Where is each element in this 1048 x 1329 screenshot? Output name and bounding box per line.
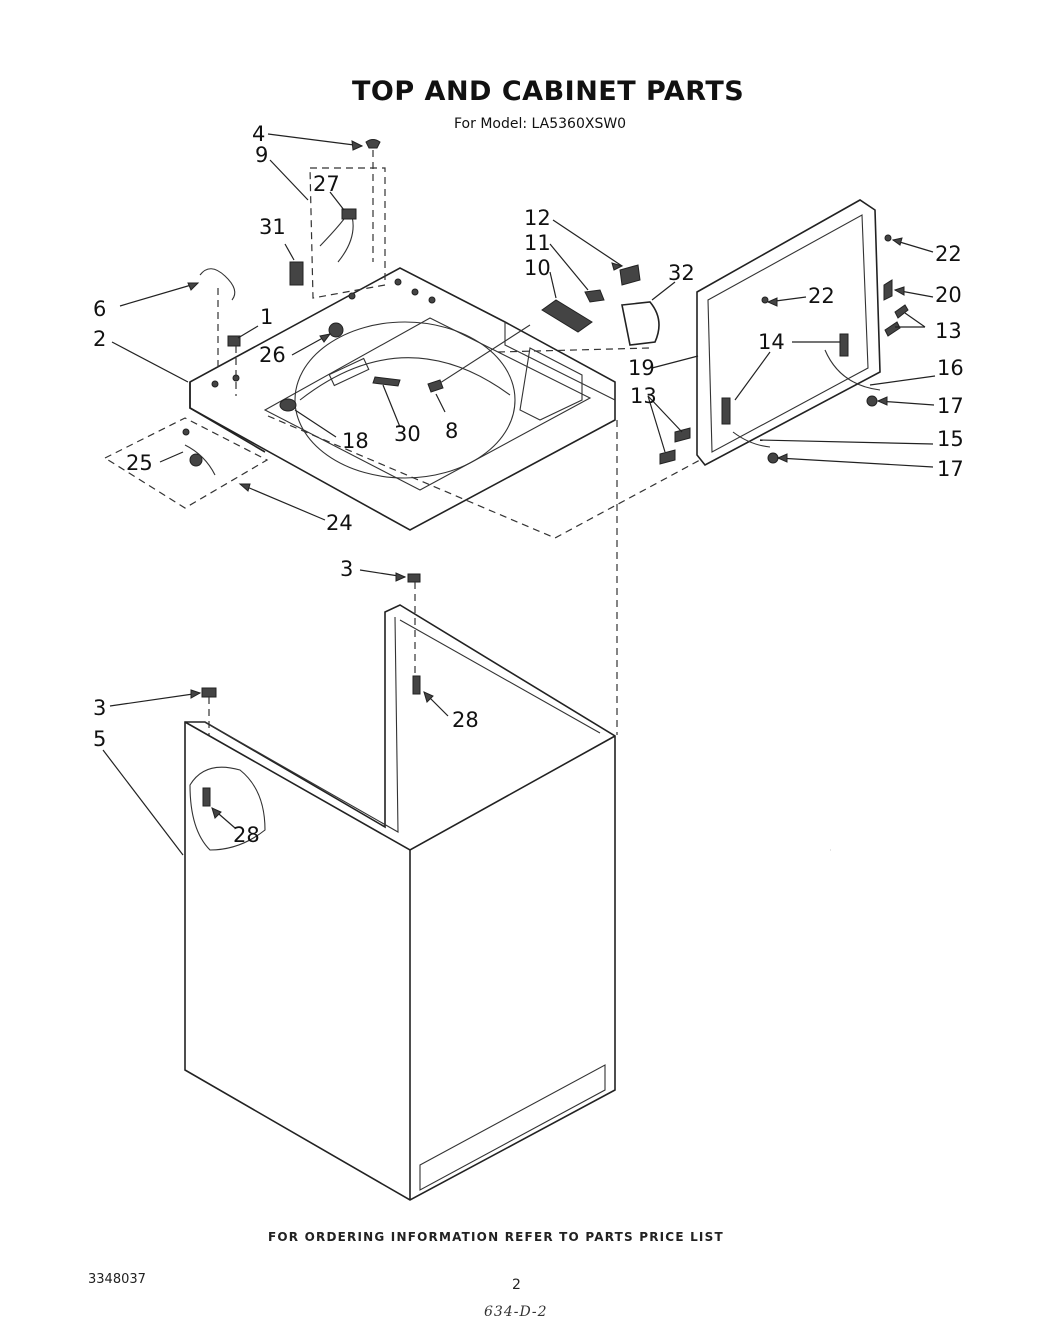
callout-18: 18 bbox=[342, 429, 369, 453]
callout-5: 5 bbox=[93, 727, 106, 751]
callout-31: 31 bbox=[259, 215, 286, 239]
control-panel-parts bbox=[103, 139, 701, 735]
callout-16: 16 bbox=[937, 356, 964, 380]
callout-2: 2 bbox=[93, 327, 106, 351]
callout-labels: 4 9 27 31 6 1 2 26 12 11 10 32 22 22 20 … bbox=[93, 122, 964, 847]
callout-32: 32 bbox=[668, 261, 695, 285]
callout-3-top: 3 bbox=[340, 557, 353, 581]
callout-26: 26 bbox=[259, 343, 286, 367]
model-subtitle: For Model: LA5360XSW0 bbox=[454, 116, 627, 132]
document-number: 3348037 bbox=[88, 1272, 146, 1287]
cabinet-top bbox=[189, 267, 616, 531]
callout-15: 15 bbox=[937, 427, 964, 451]
callout-11: 11 bbox=[524, 231, 551, 255]
callout-19: 19 bbox=[628, 356, 655, 380]
callout-8: 8 bbox=[445, 419, 458, 443]
lid-assembly bbox=[659, 199, 909, 467]
callout-24: 24 bbox=[326, 511, 353, 535]
callout-13-left: 13 bbox=[630, 384, 657, 408]
callout-28-left: 28 bbox=[233, 823, 260, 847]
callout-13-right: 13 bbox=[935, 319, 962, 343]
callout-30: 30 bbox=[394, 422, 421, 446]
callout-27: 27 bbox=[313, 172, 340, 196]
callout-22-mid: 22 bbox=[808, 284, 835, 308]
callout-10: 10 bbox=[524, 256, 551, 280]
handwritten-code: 634-D-2 bbox=[484, 1304, 548, 1320]
callout-3-left: 3 bbox=[93, 696, 106, 720]
callout-25: 25 bbox=[126, 451, 153, 475]
page-number: 2 bbox=[512, 1277, 521, 1293]
callout-17-top: 17 bbox=[937, 394, 964, 418]
cabinet-body bbox=[184, 573, 616, 1201]
callout-9: 9 bbox=[255, 143, 268, 167]
callout-20: 20 bbox=[935, 283, 962, 307]
ordering-info-note: FOR ORDERING INFORMATION REFER TO PARTS … bbox=[268, 1230, 724, 1244]
callout-14: 14 bbox=[758, 330, 785, 354]
callout-17-bottom: 17 bbox=[937, 457, 964, 481]
callout-22-top: 22 bbox=[935, 242, 962, 266]
callout-12: 12 bbox=[524, 206, 551, 230]
callout-4: 4 bbox=[252, 122, 265, 146]
callout-6: 6 bbox=[93, 297, 106, 321]
callout-28-top: 28 bbox=[452, 708, 479, 732]
arrowheads bbox=[187, 140, 905, 819]
page-title: TOP AND CABINET PARTS bbox=[352, 76, 745, 107]
callout-1: 1 bbox=[260, 305, 273, 329]
